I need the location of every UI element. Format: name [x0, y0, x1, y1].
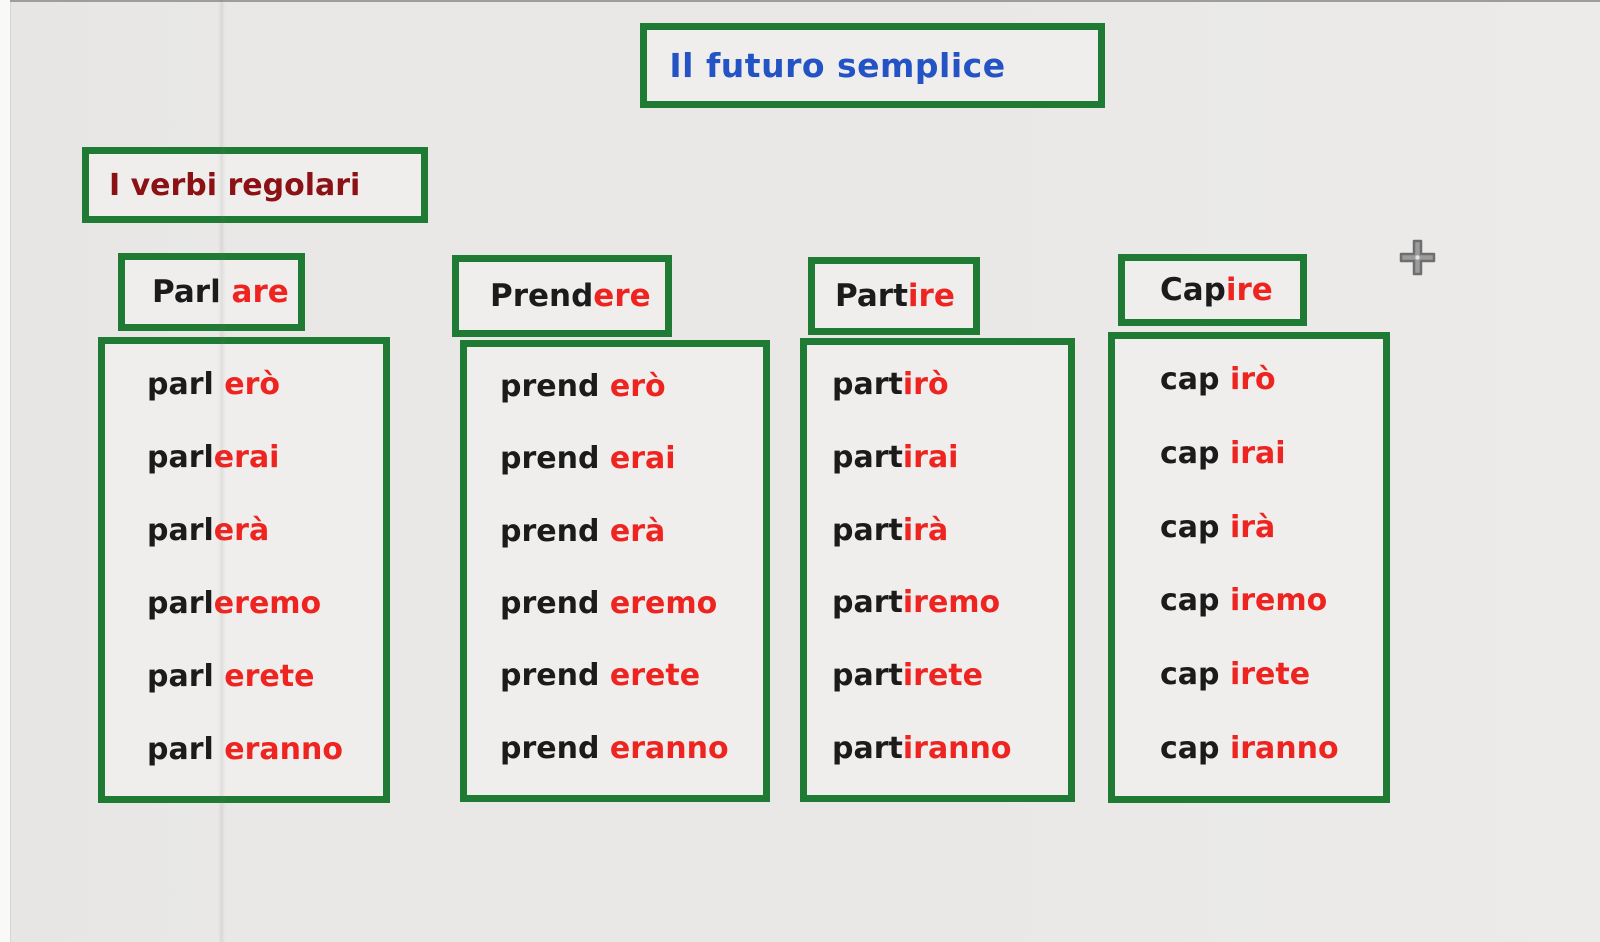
verb-ending: eranno: [213, 731, 343, 767]
verb-ending: erò: [599, 369, 666, 405]
subtitle: I verbi regolari: [109, 167, 361, 203]
conjugation-row: prend erò: [500, 369, 763, 405]
verb-ending: irò: [1219, 361, 1276, 397]
verb-ending: erà: [213, 512, 270, 548]
conjugation-row: cap irai: [1160, 436, 1383, 472]
verb-ending: erò: [213, 366, 280, 402]
verb-ending: are: [220, 274, 289, 310]
verb-stem: part: [832, 730, 903, 766]
verb-stem: part: [832, 512, 903, 548]
column-partire-body: partirò partirai partirà partiremo parti…: [800, 338, 1075, 802]
verb-stem: parl: [147, 658, 214, 694]
conjugation-row: prend erete: [500, 658, 763, 694]
verb-ending: irai: [902, 439, 959, 475]
conjugation-row: cap iremo: [1160, 583, 1383, 619]
conjugation-row: parlerai: [147, 440, 383, 476]
verb-ending: erete: [599, 658, 701, 694]
conjugation-row: partiranno: [832, 731, 1068, 767]
verb-ending: erà: [599, 513, 666, 549]
verb-ending: irete: [902, 657, 983, 693]
verb-stem: cap: [1160, 657, 1220, 693]
verb-ending: ire: [907, 278, 955, 314]
subtitle-box: I verbi regolari: [82, 147, 428, 223]
conjugation-row: parl eranno: [147, 732, 383, 768]
verb-stem: parl: [147, 366, 214, 402]
verb-ending: irete: [1219, 657, 1311, 693]
verb-stem: parl: [147, 731, 214, 767]
verb-stem: Prend: [490, 278, 594, 314]
verb-stem: prend: [500, 586, 600, 622]
verb-ending: irò: [902, 367, 949, 403]
verb-stem: part: [832, 585, 903, 621]
verb-stem: cap: [1160, 509, 1220, 545]
verb-stem: parl: [147, 585, 214, 621]
verb-stem: cap: [1160, 583, 1220, 619]
column-parlare-header: Parl are: [118, 253, 305, 331]
verb-ending: erai: [599, 441, 676, 477]
conjugation-row: partirai: [832, 440, 1068, 476]
page-title: Il futuro semplice: [669, 46, 1006, 85]
verb-stem: prend: [500, 730, 600, 766]
verb-stem: cap: [1160, 361, 1220, 397]
verb-stem: Part: [835, 278, 908, 314]
conjugation-row: prend eranno: [500, 731, 763, 767]
crosshair-cursor-icon: [1397, 237, 1437, 277]
left-margin-strip: [0, 0, 11, 942]
verb-stem: parl: [147, 439, 214, 475]
conjugation-row: prend erà: [500, 514, 763, 550]
conjugation-row: parleremo: [147, 586, 383, 622]
top-edge-line: [10, 0, 1600, 2]
conjugation-row: partirà: [832, 513, 1068, 549]
column-prendere-body: prend erò prend erai prend erà prend ere…: [460, 340, 770, 802]
verb-stem: prend: [500, 658, 600, 694]
verb-ending: eranno: [599, 730, 729, 766]
verb-ending: iranno: [1219, 731, 1339, 767]
verb-ending: irai: [1219, 435, 1286, 471]
conjugation-row: cap iranno: [1160, 731, 1383, 767]
conjugation-row: prend eremo: [500, 586, 763, 622]
verb-stem: part: [832, 439, 903, 475]
verb-stem: prend: [500, 369, 600, 405]
verb-ending: erete: [213, 658, 315, 694]
conjugation-row: partirete: [832, 658, 1068, 694]
verb-ending: eremo: [213, 585, 322, 621]
verb-stem: cap: [1160, 435, 1220, 471]
verb-ending: irà: [902, 512, 949, 548]
verb-stem: prend: [500, 513, 600, 549]
conjugation-row: cap irò: [1160, 362, 1383, 398]
verb-stem: part: [832, 367, 903, 403]
conjugation-row: parlerà: [147, 513, 383, 549]
column-parlare-body: parl erò parlerai parlerà parleremo parl…: [98, 337, 390, 803]
verb-ending: ire: [1225, 272, 1273, 308]
verb-ending: iremo: [1219, 583, 1328, 619]
verb-stem: Cap: [1160, 272, 1226, 308]
verb-ending: irà: [1219, 509, 1276, 545]
column-capire-body: cap irò cap irai cap irà cap iremo cap i…: [1108, 332, 1390, 803]
conjugation-row: partirò: [832, 367, 1068, 403]
verb-ending: iremo: [902, 585, 1001, 621]
conjugation-row: parl erò: [147, 367, 383, 403]
conjugation-row: partiremo: [832, 585, 1068, 621]
verb-stem: part: [832, 657, 903, 693]
conjugation-row: prend erai: [500, 441, 763, 477]
conjugation-row: cap irà: [1160, 510, 1383, 546]
verb-stem: cap: [1160, 731, 1220, 767]
verb-stem: Parl: [152, 274, 221, 310]
verb-stem: parl: [147, 512, 214, 548]
conjugation-row: parl erete: [147, 659, 383, 695]
title-box: Il futuro semplice: [640, 23, 1105, 108]
verb-ending: ere: [593, 278, 651, 314]
verb-stem: prend: [500, 441, 600, 477]
verb-ending: erai: [213, 439, 280, 475]
verb-ending: eremo: [599, 586, 718, 622]
verb-ending: iranno: [902, 730, 1012, 766]
conjugation-row: cap irete: [1160, 657, 1383, 693]
